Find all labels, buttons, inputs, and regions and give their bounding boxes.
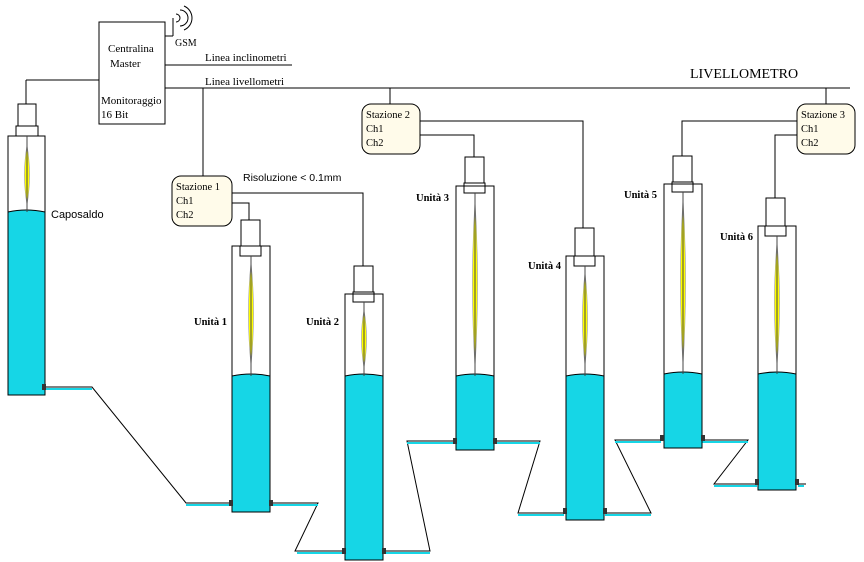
unit-4-label: Unità 4 — [528, 261, 562, 272]
level-unit-1 — [229, 219, 273, 513]
level-unit-2 — [342, 265, 386, 561]
unit-2-label: Unità 2 — [306, 317, 339, 328]
water-pipes — [44, 386, 806, 552]
level-unit-3 — [453, 156, 497, 451]
station-2-ch1: Ch1 — [366, 124, 384, 135]
station-2: Stazione 2 Ch1 Ch2 — [361, 103, 421, 155]
unit-5-label: Unità 5 — [624, 190, 657, 201]
station-2-title: Stazione 2 — [366, 110, 410, 121]
master-label-3: Monitoraggio — [101, 95, 162, 107]
inclinometer-line-label: Linea inclinometri — [205, 52, 287, 64]
master-label-2: Master — [110, 58, 141, 70]
station-1: Stazione 1 Ch1 Ch2 — [171, 175, 233, 227]
station-1-ch1: Ch1 — [176, 196, 194, 207]
levelmeter-line-label: Linea livellometri — [205, 76, 284, 88]
unit-6-label: Unità 6 — [720, 232, 753, 243]
resolution-label: Risoluzione < 0.1mm — [243, 172, 342, 184]
reference-label: Caposaldo — [51, 209, 104, 221]
station-3-ch1: Ch1 — [801, 124, 819, 135]
station-3-ch2: Ch2 — [801, 138, 819, 149]
station-1-ch2: Ch2 — [176, 210, 194, 221]
unit-3-label: Unità 3 — [416, 193, 449, 204]
level-unit-4 — [563, 227, 607, 521]
master-control-unit: Centralina Master Monitoraggio 16 Bit — [98, 18, 174, 125]
reference-unit — [7, 103, 46, 396]
station-1-title: Stazione 1 — [176, 182, 220, 193]
gsm-label: GSM — [175, 38, 197, 49]
diagram-title: LIVELLOMETRO — [690, 67, 798, 82]
level-unit-6 — [755, 197, 799, 491]
master-label-1: Centralina — [108, 43, 154, 55]
station-3: Stazione 3 Ch1 Ch2 — [796, 103, 856, 155]
level-unit-5 — [660, 155, 705, 449]
station-2-ch2: Ch2 — [366, 138, 384, 149]
unit-1-label: Unità 1 — [194, 317, 227, 328]
master-label-4: 16 Bit — [101, 109, 128, 121]
water-pipe-fill — [46, 388, 804, 554]
station-3-title: Stazione 3 — [801, 110, 845, 121]
bus-lines — [25, 64, 850, 266]
antenna-icon — [175, 5, 193, 31]
